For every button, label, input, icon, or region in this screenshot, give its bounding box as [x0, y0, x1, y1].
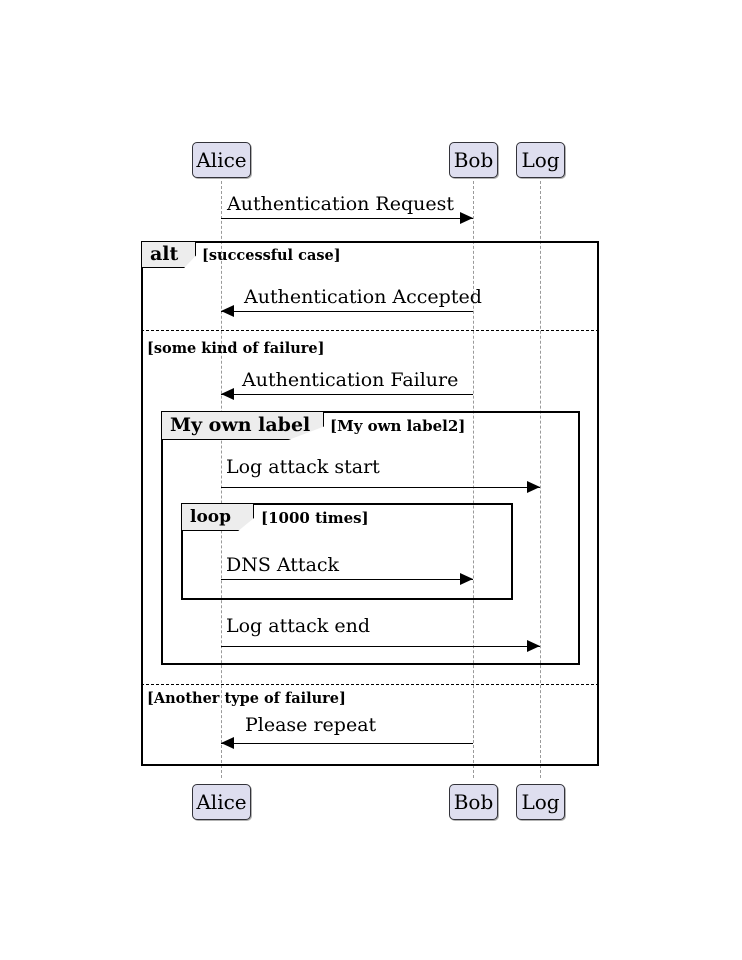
arrow-head-right-icon	[527, 640, 540, 652]
message-line-dns-attack	[221, 579, 473, 580]
lifeline-bob	[473, 181, 474, 778]
message-label-authentication-failure: Authentication Failure	[242, 369, 459, 391]
fragment-guard-successful-case: [successful case]	[202, 247, 341, 264]
message-line-authentication-request	[221, 218, 473, 219]
fragment-guard-some-kind-of-failure: [some kind of failure]	[147, 340, 325, 357]
fragment-label-loop: loop	[182, 504, 254, 531]
arrow-head-right-icon	[460, 212, 473, 224]
fragment-keyword: alt	[150, 243, 179, 265]
operand-divider-2	[141, 684, 599, 685]
participant-bob-top[interactable]: Bob	[449, 142, 498, 178]
fragment-guard-my-own-label2: [My own label2]	[330, 417, 466, 435]
participant-alice-bottom[interactable]: Alice	[192, 784, 251, 820]
arrow-head-right-icon	[460, 573, 473, 585]
participant-log-bottom[interactable]: Log	[516, 784, 565, 820]
fragment-label-alt: alt	[142, 242, 196, 268]
lifeline-log	[540, 181, 541, 778]
message-label-authentication-request: Authentication Request	[227, 193, 454, 215]
participant-bob-bottom[interactable]: Bob	[449, 784, 498, 820]
participant-label: Alice	[196, 148, 247, 172]
message-label-dns-attack: DNS Attack	[226, 554, 340, 576]
message-line-please-repeat	[221, 743, 473, 744]
message-line-authentication-accepted	[221, 311, 473, 312]
fragment-loop	[181, 503, 513, 600]
fragment-label-my-own-label: My own label	[162, 412, 324, 440]
message-label-please-repeat: Please repeat	[245, 714, 377, 736]
arrow-head-right-icon	[527, 481, 540, 493]
fragment-my-own-label	[161, 411, 580, 665]
participant-label: Bob	[453, 148, 494, 172]
fragment-keyword: My own label	[170, 414, 311, 436]
message-label-log-attack-end: Log attack end	[226, 615, 371, 637]
participant-log-top[interactable]: Log	[516, 142, 565, 178]
message-label-authentication-accepted: Authentication Accepted	[244, 286, 482, 308]
participant-label: Log	[521, 148, 560, 172]
lifeline-alice	[221, 181, 222, 778]
message-line-log-attack-start	[221, 487, 540, 488]
participant-alice-top[interactable]: Alice	[192, 142, 251, 178]
fragment-alt	[141, 241, 599, 766]
arrow-head-left-icon	[221, 388, 234, 400]
participant-label: Log	[521, 790, 560, 814]
message-line-log-attack-end	[221, 646, 540, 647]
message-line-authentication-failure	[221, 394, 473, 395]
arrow-head-left-icon	[221, 737, 234, 749]
fragment-keyword: loop	[190, 506, 232, 527]
fragment-guard-1000-times: [1000 times]	[261, 509, 369, 527]
fragment-guard-another-type-of-failure: [Another type of failure]	[147, 690, 346, 707]
operand-divider-1	[141, 330, 599, 331]
participant-label: Alice	[196, 790, 247, 814]
participant-label: Bob	[453, 790, 494, 814]
arrow-head-left-icon	[221, 305, 234, 317]
message-label-log-attack-start: Log attack start	[226, 456, 380, 478]
